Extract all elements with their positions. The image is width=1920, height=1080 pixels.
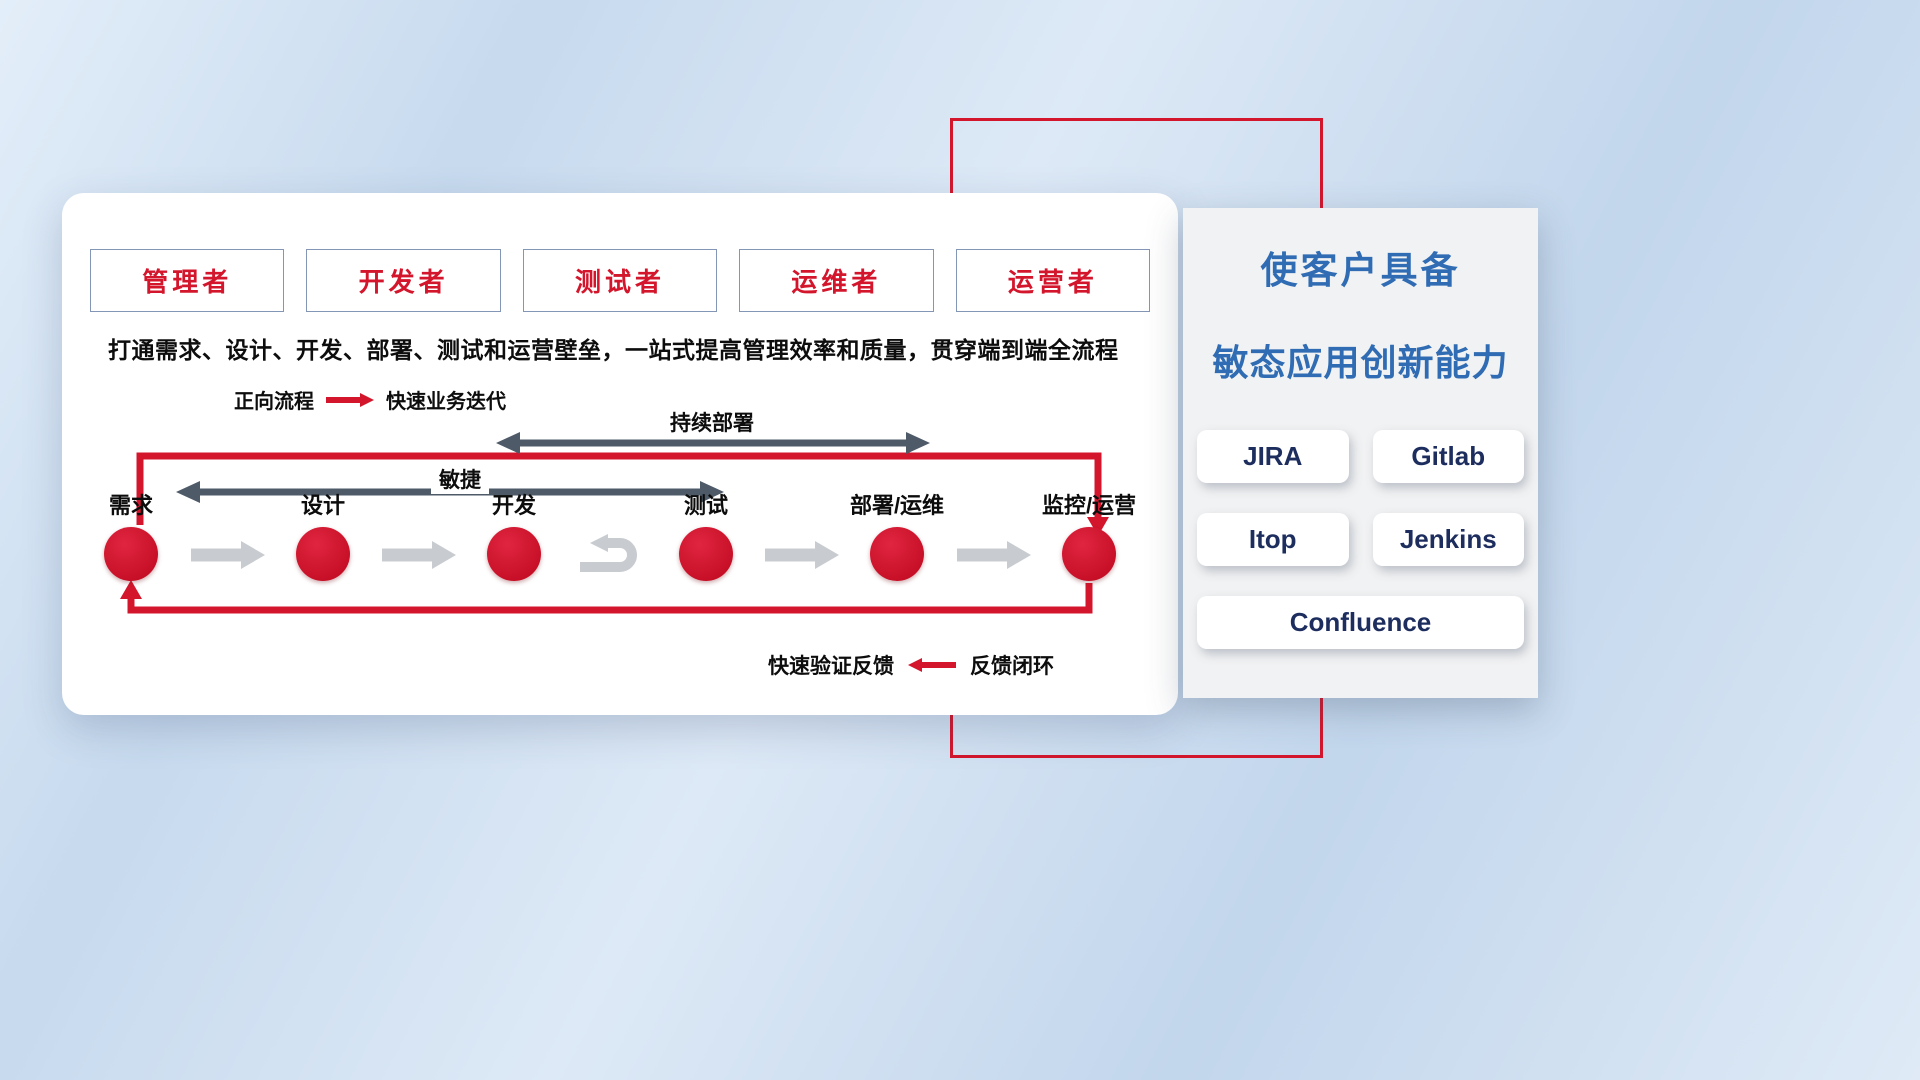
forward-flow-label: 正向流程 (234, 391, 314, 413)
stage-label: 需求 (108, 493, 153, 518)
stage-node-circle (870, 527, 924, 581)
forward-flow-value: 快速业务迭代 (386, 391, 506, 413)
stage-arrow (765, 541, 839, 569)
role-label: 运维者 (791, 267, 882, 297)
stage-test: 测试 (641, 489, 771, 581)
role-label: 测试者 (575, 267, 666, 297)
cd-span-arrow (496, 432, 930, 454)
tool-jira: JIRA (1197, 430, 1349, 483)
tool-confluence: Confluence (1197, 596, 1524, 649)
role-box-developer: 开发者 (306, 249, 501, 312)
stage-requirements: 需求 (66, 489, 196, 581)
stage-node-circle (1062, 527, 1116, 581)
tool-gitlab: Gitlab (1372, 430, 1524, 483)
forward-flow-line (136, 452, 1109, 536)
stage-develop: 开发 (449, 489, 579, 581)
forward-arrow-icon (326, 392, 374, 407)
stage-deploy-ops: 部署/运维 (832, 489, 962, 581)
stage-node-circle (487, 527, 541, 581)
iteration-loop-icon (580, 534, 637, 572)
role-label: 运营者 (1007, 267, 1098, 297)
cd-span-label: 持续部署 (662, 407, 762, 437)
roles-row: 管理者 开发者 测试者 运维者 运营者 (90, 249, 1151, 312)
flow-diagram-canvas (120, 432, 1109, 614)
stage-label: 测试 (683, 493, 728, 518)
role-label: 管理者 (142, 267, 233, 297)
stage-label: 开发 (491, 493, 536, 518)
stage-label: 设计 (300, 493, 345, 518)
process-description: 打通需求、设计、开发、部署、测试和运营壁垒，一站式提高管理效率和质量，贯穿端到端… (108, 337, 1119, 363)
role-box-manager: 管理者 (90, 249, 285, 312)
feedback-loop-line (120, 580, 1093, 614)
feedback-legend: 快速验证反馈 反馈闭环 (768, 650, 1054, 680)
stage-label: 监控/运营 (1041, 493, 1137, 518)
tools-grid: JIRA Gitlab Itop Jenkins Confluence (1197, 430, 1524, 649)
main-card: 管理者 开发者 测试者 运维者 运营者 打通需求、设计、开发、部署、测试和运营壁… (62, 193, 1178, 715)
stage-monitor-ops: 监控/运营 (1024, 489, 1154, 581)
panel-title-line1: 使客户具备 (1260, 250, 1461, 291)
role-box-tester: 测试者 (522, 249, 718, 312)
agile-span-label: 敏捷 (431, 464, 489, 494)
forward-flow-legend: 正向流程 快速业务迭代 (234, 385, 506, 414)
stage-arrow (382, 541, 456, 569)
tool-itop: Itop (1197, 513, 1349, 566)
panel-title-line2: 敏态应用创新能力 (1212, 342, 1509, 383)
feedback-value: 快速验证反馈 (768, 655, 894, 678)
role-label: 开发者 (358, 267, 449, 297)
role-box-operator: 运营者 (955, 249, 1151, 312)
feedback-arrow-icon (908, 658, 956, 672)
tool-jenkins: Jenkins (1372, 513, 1524, 566)
tools-panel: 使客户具备 敏态应用创新能力 JIRA Gitlab Itop Jenkins … (1183, 208, 1538, 698)
stage-node-circle (296, 527, 350, 581)
stage-arrow (191, 541, 265, 569)
feedback-label: 反馈闭环 (970, 655, 1054, 678)
stage-design: 设计 (258, 489, 388, 581)
role-box-ops: 运维者 (739, 249, 934, 312)
stage-arrow (957, 541, 1031, 569)
stage-label: 部署/运维 (849, 493, 945, 518)
stage-node-circle (679, 527, 733, 581)
stage-node-circle (104, 527, 158, 581)
